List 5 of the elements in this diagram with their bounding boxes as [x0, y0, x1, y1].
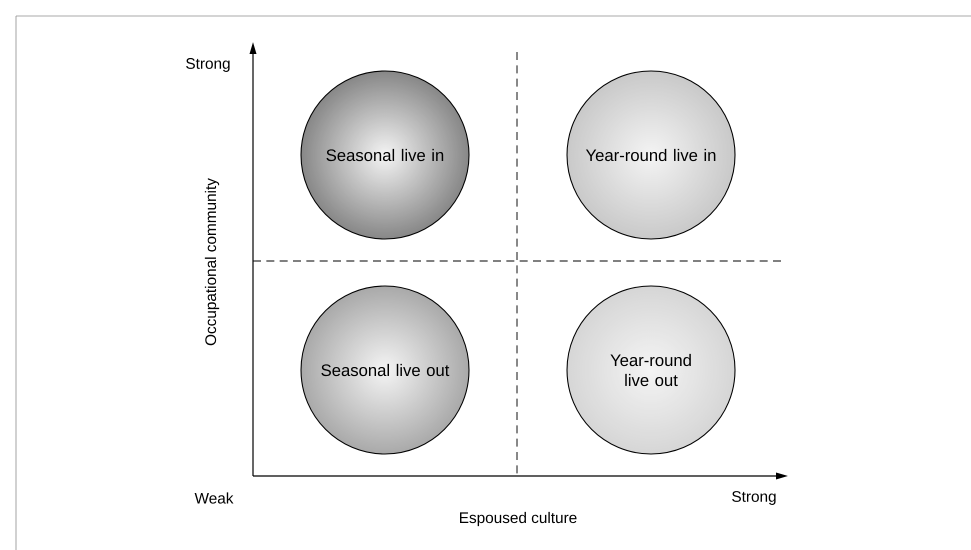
axis-title: Espoused culture	[460, 512, 577, 526]
axis-end-label: Strong	[186, 58, 230, 72]
axis-end-label: Strong	[732, 491, 776, 505]
axis-end-label: Weak	[194, 492, 234, 504]
axis-title: Occupational community	[204, 178, 220, 346]
